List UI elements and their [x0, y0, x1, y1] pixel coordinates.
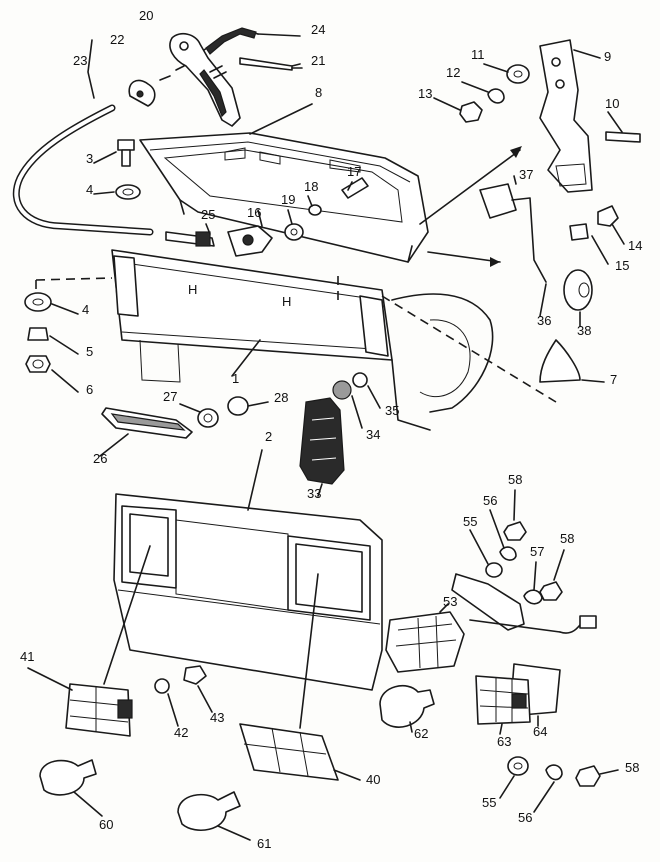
- right-tail-lamp: [239, 573, 361, 781]
- callout-c57: 57: [530, 544, 544, 559]
- callout-c23: 23: [73, 53, 87, 68]
- callout-c53: 53: [443, 594, 457, 609]
- callout-c55a: 55: [463, 514, 477, 529]
- callout-c9: 9: [604, 49, 611, 64]
- callout-c20: 20: [139, 8, 153, 23]
- callout-c40: 40: [366, 772, 380, 787]
- callout-c6: 6: [86, 382, 93, 397]
- car-body-outline: [391, 293, 494, 431]
- callout-c56b: 56: [518, 810, 532, 825]
- misc-leaders: [205, 33, 353, 377]
- callout-c27: 27: [163, 389, 177, 404]
- callout-c12: 12: [446, 65, 460, 80]
- upper-nut-group: [469, 489, 565, 605]
- callout-c24: 24: [311, 22, 325, 37]
- callout-c15: 15: [615, 258, 629, 273]
- callout-c2: 2: [265, 429, 272, 444]
- panel-mark-1: H: [188, 282, 197, 297]
- callout-c5: 5: [86, 344, 93, 359]
- callout-c61: 61: [257, 836, 271, 851]
- callout-labels: 1234456789101112131415161718192021222324…: [20, 8, 642, 851]
- callout-c14: 14: [628, 238, 642, 253]
- side-lamp: [299, 372, 381, 497]
- callout-c11: 11: [471, 47, 485, 62]
- callout-c33: 33: [307, 486, 321, 501]
- panel-mark-2: H: [282, 294, 291, 309]
- callout-c25: 25: [201, 207, 215, 222]
- callout-c28: 28: [274, 390, 288, 405]
- callout-c10: 10: [605, 96, 619, 111]
- callout-c56a: 56: [483, 493, 497, 508]
- bulb-60: [39, 759, 103, 817]
- bulb-61: [177, 791, 251, 841]
- trim-handle: [99, 396, 269, 457]
- callout-c62: 62: [414, 726, 428, 741]
- callout-c42: 42: [174, 725, 188, 740]
- striker-bracket: [433, 39, 641, 193]
- callout-c8: 8: [315, 85, 322, 100]
- callout-c64: 64: [533, 724, 547, 739]
- left-tail-lamp: [27, 545, 213, 737]
- callout-c58a: 58: [508, 472, 522, 487]
- callout-c7: 7: [610, 372, 617, 387]
- callout-c43: 43: [210, 710, 224, 725]
- callout-c55b: 55: [482, 795, 496, 810]
- left-fastener-stack: [24, 292, 79, 393]
- assembly-leader-lines: [35, 146, 557, 403]
- lower-rear-panel: [113, 449, 383, 691]
- reverse-lamp: [385, 573, 597, 673]
- callout-c41: 41: [20, 649, 34, 664]
- tailgate-assembly: [139, 132, 429, 263]
- rear-panel: H H: [111, 249, 393, 383]
- bump-stop: [128, 79, 156, 107]
- callout-c4b: 4: [82, 302, 89, 317]
- rubber-cone: [539, 339, 605, 383]
- callout-c58b: 58: [560, 531, 574, 546]
- callout-c16: 16: [247, 205, 261, 220]
- callout-c18: 18: [304, 179, 318, 194]
- callout-c58c: 58: [625, 760, 639, 775]
- lower-nut-group: [499, 756, 619, 813]
- gas-strut: [12, 39, 154, 236]
- callout-c63: 63: [497, 734, 511, 749]
- callout-c3: 3: [86, 151, 93, 166]
- callout-c4a: 4: [86, 182, 93, 197]
- callout-c21: 21: [311, 53, 325, 68]
- callout-c35: 35: [385, 403, 399, 418]
- bulb-62: [379, 684, 435, 733]
- callout-c22: 22: [110, 32, 124, 47]
- callout-c19: 19: [281, 192, 295, 207]
- callout-c38: 38: [577, 323, 591, 338]
- callout-c37: 37: [519, 167, 533, 182]
- lock-mechanism: [165, 177, 369, 257]
- bolt-and-washer: [93, 139, 141, 200]
- callout-c26: 26: [93, 451, 107, 466]
- fog-lamp: [475, 663, 561, 735]
- callout-c60: 60: [99, 817, 113, 832]
- callout-c13: 13: [418, 86, 432, 101]
- callout-c34: 34: [366, 427, 380, 442]
- hinge-parts: [159, 27, 303, 127]
- callout-c17: 17: [347, 164, 361, 179]
- rod-and-buffer: [479, 175, 625, 327]
- callout-c36: 36: [537, 313, 551, 328]
- callout-c1: 1: [232, 371, 239, 386]
